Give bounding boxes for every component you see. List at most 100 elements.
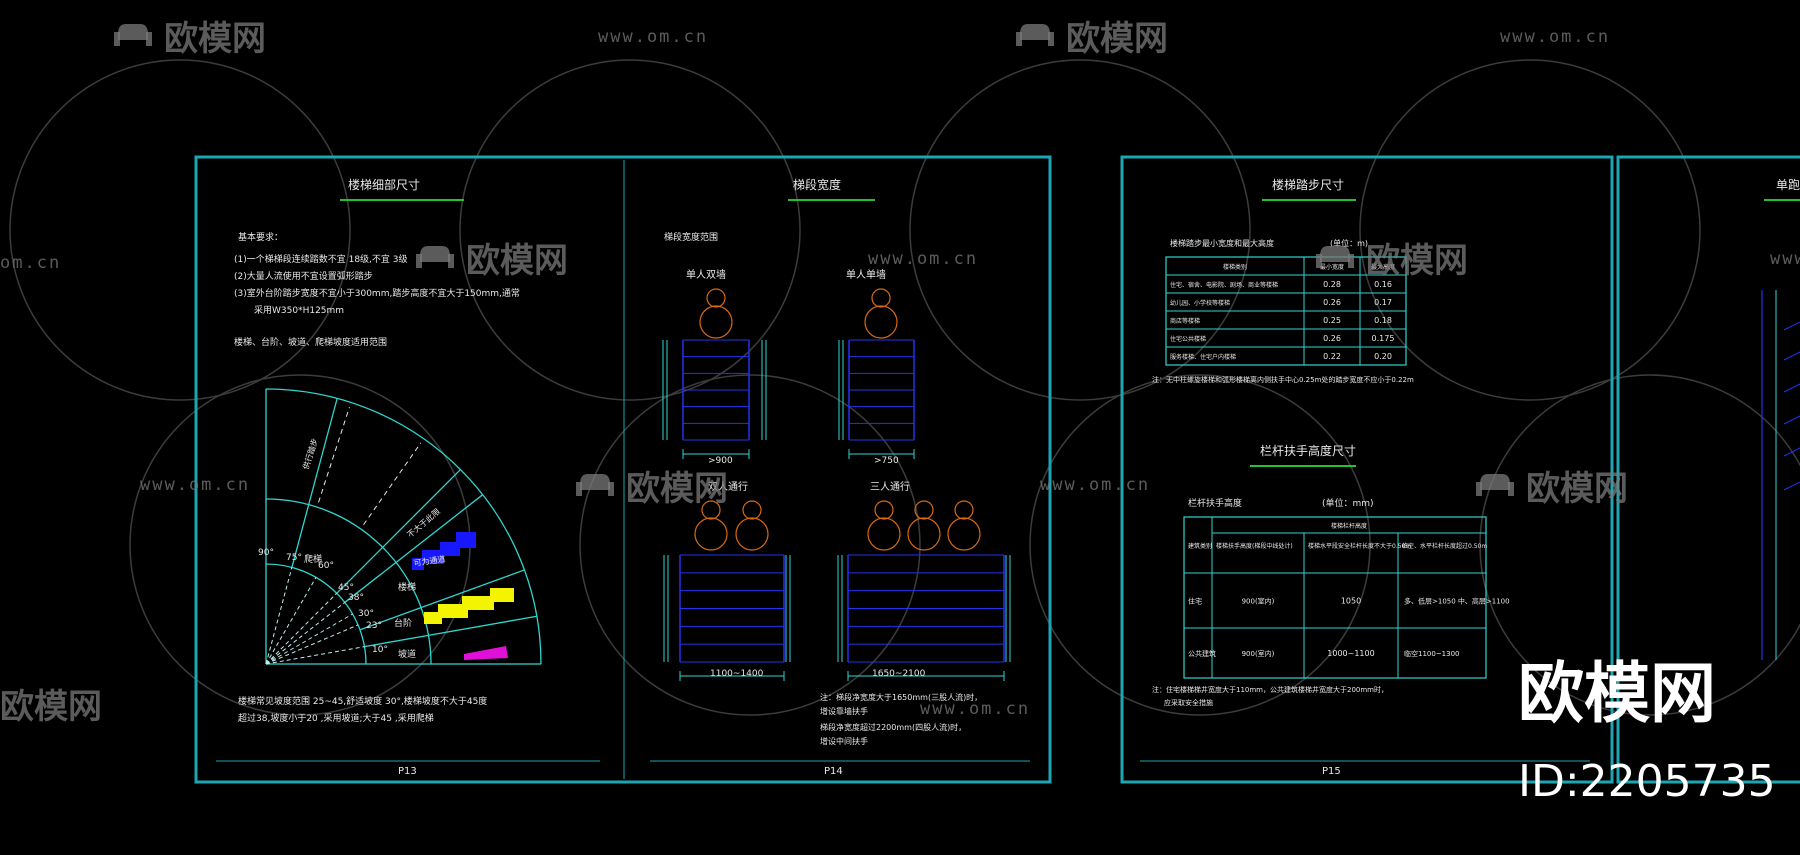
sheet-p13: 楼梯细部尺寸 基本要求： (1)一个梯梯段连续踏数不宜 18级,不宜 3级 (2…: [234, 177, 542, 777]
table1-cell: 0.175: [1372, 334, 1395, 343]
sheet-p15: 楼梯踏步尺寸 楼梯踏步最小宽度和最大高度 (单位：m) 楼梯类别最小宽度最大高度…: [1152, 177, 1510, 777]
stair-width-diagrams: [662, 288, 1011, 681]
table2-caption: 栏杆扶手高度: [1188, 497, 1242, 509]
requirement-1: (1)一个梯梯段连续踏数不宜 18级,不宜 3级: [234, 253, 408, 265]
watermark-logo-icon: [1508, 482, 1514, 496]
person-triple-c-body: [947, 517, 981, 551]
person-triple-a-body: [867, 517, 901, 551]
table1-cell: 幼儿园、小学校等楼梯: [1170, 299, 1230, 307]
angle-label: 45°: [338, 583, 354, 593]
table2-note-2: 应采取安全措施: [1164, 698, 1213, 707]
label-double: 双人通行: [708, 480, 748, 493]
requirements-heading: 基本要求：: [238, 231, 283, 243]
slope-range-diagram: [265, 388, 542, 665]
watermark-logo-icon: [1480, 474, 1510, 490]
sheet-p16-partial: 单跑: [1616, 155, 1800, 784]
table1-cell: 0.26: [1323, 334, 1341, 343]
sheet-frame-p15: [1120, 155, 1614, 784]
yellow-stair-icon: [424, 588, 514, 624]
label-single-one-wall: 单人单墙: [846, 268, 886, 281]
watermark-brand: 欧模网: [1526, 469, 1628, 509]
band-label-ladder: 爬梯: [304, 553, 322, 565]
angle-ray: [265, 602, 346, 665]
dim-single-one-wall: >750: [874, 456, 899, 466]
angle-ray: [265, 646, 365, 665]
person-single-one-wall-head: [871, 288, 891, 308]
angle-ray: [265, 592, 338, 665]
person-double-b-head: [742, 500, 762, 520]
table1-cell: 服务楼梯、住宅户内楼梯: [1170, 353, 1236, 361]
magenta-ramp-icon: [464, 646, 508, 660]
table2-header-cell: 楼梯水平段安全栏杆长度不大于0.50m: [1308, 542, 1411, 550]
table1-cell: 0.18: [1374, 316, 1392, 325]
angle-ray: [265, 613, 353, 665]
watermark-logo-icon: [1320, 246, 1350, 262]
table2-cell: 临空1100~1300: [1404, 649, 1460, 658]
watermark-url: www.om.cn: [598, 27, 708, 47]
person-double-a-body: [694, 517, 728, 551]
table1-cell: 0.26: [1323, 298, 1341, 307]
person-double-a-head: [701, 500, 721, 520]
sheet4-title: 单跑: [1776, 178, 1800, 192]
fan-band-separator: [336, 469, 461, 594]
angle-label: 75°: [286, 553, 302, 563]
table1-cell: 0.25: [1323, 316, 1341, 325]
table1-cell: 0.20: [1374, 352, 1392, 361]
slope-note-line-1: 楼梯常见坡度范围 25~45,舒适坡度 30°,楼梯坡度不大于45度: [238, 695, 487, 707]
table1-caption: 楼梯踏步最小宽度和最大高度: [1170, 238, 1274, 248]
watermark-logo-icon: [448, 254, 454, 268]
watermark-logo-icon: [1348, 254, 1354, 268]
sheet3-title-2: 栏杆扶手高度尺寸: [1260, 443, 1356, 458]
width-note-1: 注：梯段净宽度大于1650mm(三股人流)时，: [820, 692, 982, 702]
table2-cell: 900(室内): [1242, 649, 1275, 658]
person-single-two-walls-head: [706, 288, 726, 308]
person-triple-b-body: [907, 517, 941, 551]
watermark-logo-icon: [580, 474, 610, 490]
table1-unit: (单位：m): [1330, 238, 1368, 248]
table2-cell: 1050: [1341, 597, 1361, 606]
watermark-logo-icon: [1048, 32, 1054, 46]
table2-header-cell: 临空、水平栏杆长度超过0.50m: [1402, 542, 1487, 550]
watermark-brand: 欧模网: [1366, 241, 1468, 281]
watermark-id: ID:2205735: [1518, 756, 1776, 807]
table1-header-cell: 最大高度: [1371, 263, 1395, 271]
sheet3-title: 楼梯踏步尺寸: [1272, 177, 1344, 192]
table1-cell: 0.16: [1374, 280, 1392, 289]
width-note-4: 增设中间扶手: [820, 736, 868, 746]
dim-double: 1100~1400: [710, 669, 764, 679]
angle-ray: [265, 624, 359, 665]
watermark-logo-icon: [420, 246, 450, 262]
fan-band-separator: [344, 494, 484, 603]
requirement-3: (3)室外台阶踏步宽度不宜小于300mm,踏步高度不宜大于150mm,通常: [234, 287, 520, 299]
band-label-stair: 楼梯: [398, 581, 416, 593]
outer-label-passage: 可为通道: [413, 554, 446, 568]
watermark-url: www.om.cn: [1040, 475, 1150, 495]
table1-cell: 住宅、宿舍、电影院、剧场、商业等楼梯: [1170, 281, 1278, 289]
watermark-logo-icon: [1316, 254, 1322, 268]
angle-ray: [265, 567, 293, 665]
slope-section-title: 楼梯、台阶、坡道、爬梯坡度适用范围: [234, 336, 387, 348]
watermark-logo-icon: [576, 482, 582, 496]
angle-label: 10°: [372, 645, 388, 655]
fan-band-separator: [359, 569, 525, 631]
watermark-url-edge: om.cn: [0, 253, 61, 273]
blue-stair-icon: [412, 532, 476, 570]
dim-triple: 1650~2100: [872, 669, 926, 679]
person-single-one-wall-body: [864, 305, 898, 339]
watermark-logo-icon: [146, 32, 152, 46]
angle-label: 60°: [318, 561, 334, 571]
table1-header-cell: 楼梯类别: [1223, 263, 1247, 271]
watermark-logo-icon: [416, 254, 422, 268]
watermark-url: www.om.cn: [1500, 27, 1610, 47]
watermark-circles: [9, 59, 1800, 716]
watermark-url: www.om.cn: [1770, 249, 1800, 269]
watermark-logo-icon: [1476, 482, 1482, 496]
table1-cell: 住宅公共楼梯: [1170, 335, 1206, 343]
width-note-3: 梯段净宽度超过2200mm(四股人流)时，: [820, 722, 966, 732]
watermark-logo-icon: [608, 482, 614, 496]
sheet2-title: 梯段宽度: [793, 177, 841, 192]
angle-label: 90°: [258, 548, 274, 558]
table1-note: 注：无中柱螺旋楼梯和弧形楼梯离内侧扶手中心0.25m处的踏步宽度不应小于0.22…: [1152, 375, 1414, 384]
